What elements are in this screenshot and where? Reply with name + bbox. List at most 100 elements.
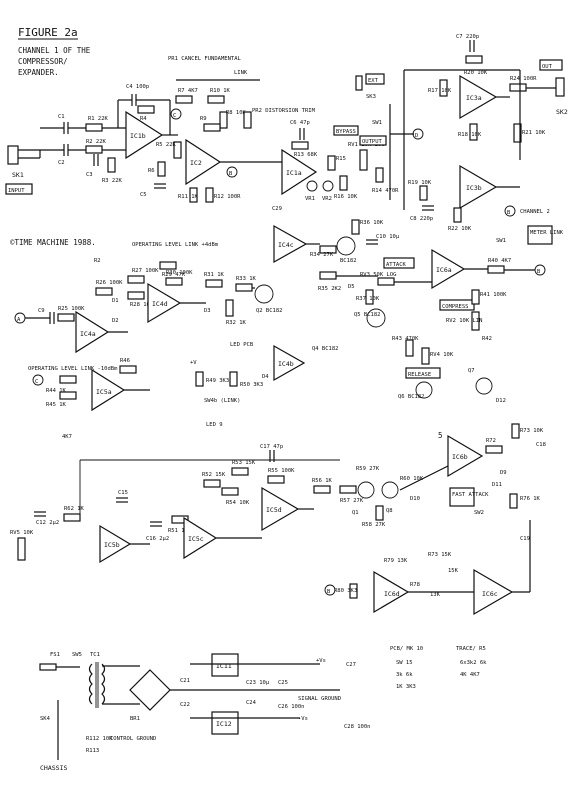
svg-text:C5: C5 xyxy=(140,192,147,198)
pot-rv2 xyxy=(471,311,480,331)
label-r28: R28 10K xyxy=(130,302,154,308)
label-d10: D10 xyxy=(410,496,420,502)
ext-label: EXT xyxy=(368,78,379,84)
label-r50: R50 3K3 xyxy=(240,382,263,388)
label-r5: R5 22K xyxy=(156,142,177,148)
resistor-r76 xyxy=(509,493,518,509)
compress-label: COMPRESS xyxy=(442,304,469,310)
resistor-r25 xyxy=(57,313,75,322)
label-r59: R59 27K xyxy=(356,466,380,472)
resistor-r57 xyxy=(339,485,357,494)
resistor-r49 xyxy=(195,371,204,387)
label-c23: C23 10μ xyxy=(246,680,270,686)
label-d11: D11 xyxy=(492,482,502,488)
node-b-upper-label: B xyxy=(229,171,233,177)
svg-text:Q7: Q7 xyxy=(468,368,475,374)
fuse-fs1 xyxy=(39,663,57,671)
node-c-upper-label: C xyxy=(173,113,176,119)
note-1: PCB/ MK 10 xyxy=(390,646,423,652)
output-pot-label: OUTPUT xyxy=(362,139,383,145)
resistor-r16 xyxy=(339,175,348,191)
label-r1: R1 22K xyxy=(88,116,109,122)
label-d12: D12 xyxy=(496,398,506,404)
node-c-left-label: C xyxy=(35,379,38,385)
pot-rv5 xyxy=(17,537,26,561)
label-r44: R44 1K xyxy=(46,388,67,394)
pot-rv3 xyxy=(377,277,395,286)
opamp-ic3a: IC3a xyxy=(459,74,498,120)
label-r3: R3 22K xyxy=(102,178,123,184)
transformer-tc1 xyxy=(88,662,106,708)
label-r13: R13 68K xyxy=(294,152,318,158)
label-r32: R32 1K xyxy=(226,320,247,326)
label-d3: D3 xyxy=(204,308,211,314)
node-d-upper-label: D xyxy=(415,133,418,139)
label-c24: C24 xyxy=(246,700,257,706)
label-r35: R35 2K2 xyxy=(318,286,341,292)
transistor-q7: Q7 xyxy=(468,368,493,395)
svg-text:IC1a: IC1a xyxy=(286,169,302,177)
label-r37: R37 10K xyxy=(356,296,380,302)
label-r113: R113 xyxy=(86,748,99,754)
signal-ground-label: SIGNAL GROUND xyxy=(298,696,341,702)
label-ic12: IC12 xyxy=(216,720,232,728)
label-r40: R40 4K7 xyxy=(488,258,511,264)
label-r80: R80 3K3 xyxy=(334,588,357,594)
resistor-r10 xyxy=(207,95,225,104)
label-r20: R20 10K xyxy=(464,70,488,76)
opamp-ic4c: IC4c xyxy=(273,224,308,264)
resistor-r43 xyxy=(405,339,414,357)
label-fs1: FS1 xyxy=(50,652,60,658)
label-r73-bottom: R73 15K xyxy=(428,552,452,558)
svg-text:IC5b: IC5b xyxy=(104,541,120,549)
label-c25: C25 xyxy=(278,680,288,686)
label-q4: Q4 BC182 xyxy=(312,346,339,352)
resistor-r9 xyxy=(203,123,221,132)
resistor-r17 xyxy=(439,79,448,97)
resistor-r2 xyxy=(85,145,103,154)
svg-text:C16 2μ2: C16 2μ2 xyxy=(146,536,169,542)
label-15k-right: 15K xyxy=(448,568,459,574)
supply-plus-vs: +Vs xyxy=(316,658,326,664)
label-r46: R46 xyxy=(120,358,130,364)
resistor-r11 xyxy=(189,187,198,203)
label-d4: D4 xyxy=(262,374,269,380)
label-rv4: RV4 10K xyxy=(430,352,454,358)
caption-line-1: CHANNEL 1 OF THE xyxy=(18,46,91,55)
cap-c16: C16 2μ2 xyxy=(146,521,169,542)
label-d2: D2 xyxy=(112,318,119,324)
label-r19: R19 10K xyxy=(408,180,432,186)
label-r11: R11 1K xyxy=(178,194,199,200)
svg-text:C6 47p: C6 47p xyxy=(290,120,310,126)
ext-label-box xyxy=(365,73,385,85)
svg-text:IC5a: IC5a xyxy=(96,388,112,396)
label-4k7-left: 4K7 xyxy=(62,434,72,440)
caption-line-3: EXPANDER. xyxy=(18,68,59,77)
node-c-left xyxy=(32,374,44,386)
vr2-marker: VR2 xyxy=(322,180,334,202)
resistor-r14 xyxy=(375,167,384,183)
label-d9: D9 xyxy=(500,470,507,476)
svg-text:C8 220p: C8 220p xyxy=(410,216,433,222)
resistor-r5 xyxy=(173,141,182,159)
opamp-ic6c: IC6c xyxy=(473,568,514,616)
output-label-box xyxy=(539,59,563,71)
label-r112: R112 10R xyxy=(86,736,113,742)
transistor-q8: Q8 xyxy=(381,481,399,514)
label-r24: R24 100R xyxy=(510,76,537,82)
resistor-r7 xyxy=(175,95,193,104)
label-r26: R26 100K xyxy=(96,280,123,286)
node-b-channel2 xyxy=(504,205,516,217)
switch1-label: SW1 xyxy=(372,120,382,126)
release-label-box xyxy=(405,367,441,379)
cap-c9: C9 xyxy=(38,308,55,324)
label-sw5: SW5 xyxy=(72,652,82,658)
label-r31: R31 1K xyxy=(204,272,225,278)
resistor-r37 xyxy=(365,289,374,305)
label-r45: R45 1K xyxy=(46,402,67,408)
sw-link-label: SW1 xyxy=(496,238,506,244)
op-level-link-label: OPERATING LEVEL LINK +4dBm xyxy=(132,242,219,248)
ext-jack-body xyxy=(355,75,363,91)
svg-text:IC5d: IC5d xyxy=(266,506,282,514)
